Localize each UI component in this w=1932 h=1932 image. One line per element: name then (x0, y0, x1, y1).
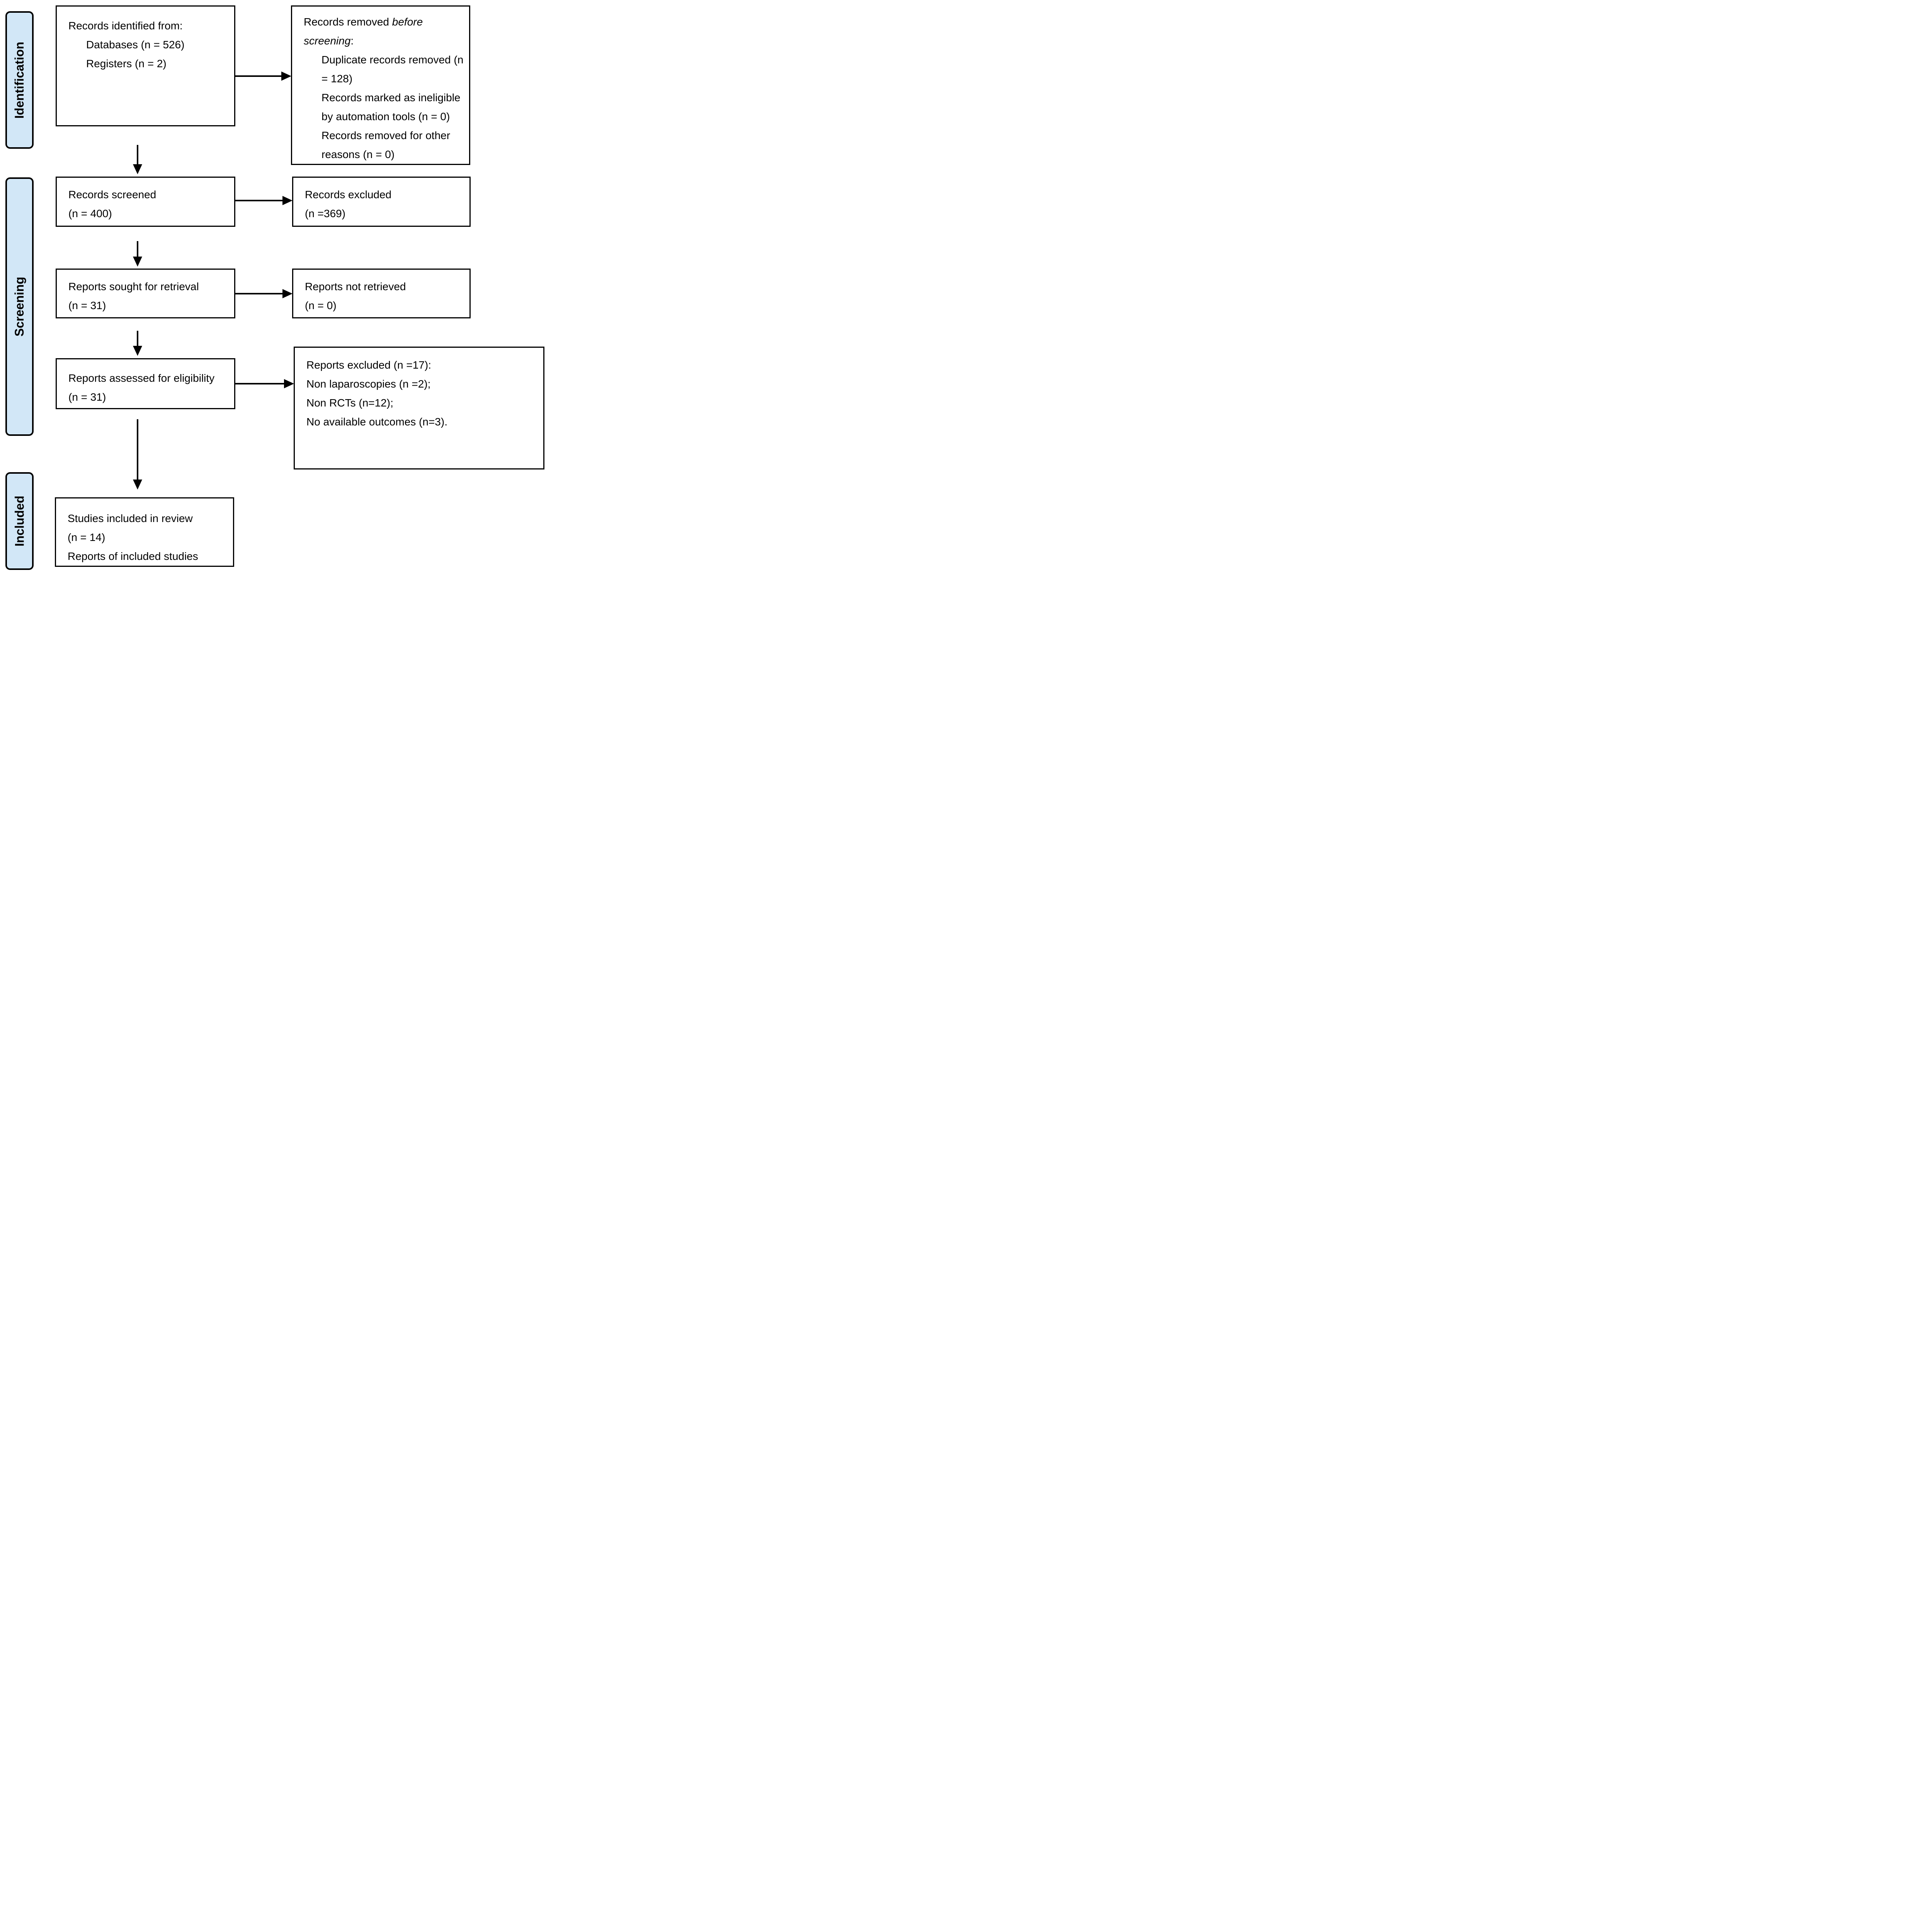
box-studies-included: Studies included in review (n = 14) Repo… (55, 497, 234, 567)
box-reports-excluded-line: Non laparoscopies (n =2); (306, 378, 431, 390)
box-records-excluded-line: (n =369) (305, 207, 346, 219)
box-records-removed-line: screening: (304, 35, 354, 47)
stage-identification-label: Identification (12, 41, 27, 119)
prisma-flow-diagram: Identification Screening Included Record… (0, 0, 556, 587)
box-records-screened-line: (n = 400) (68, 207, 112, 219)
box-reports-excluded-line: Reports excluded (n =17): (306, 359, 431, 371)
box-reports-not-retrieved-line: Reports not retrieved (305, 281, 406, 293)
box-records-screened: Records screened (n = 400) (56, 177, 235, 227)
stage-identification: Identification (5, 11, 34, 149)
box-records-removed-line: Records marked as ineligible (321, 92, 461, 104)
box-reports-sought-line: (n = 31) (68, 299, 106, 311)
box-records-removed-line: Records removed for other (321, 129, 451, 141)
box-reports-assessed-line: (n = 31) (68, 391, 106, 403)
stage-included: Included (5, 472, 34, 570)
box-records-identified-line: Databases (n = 526) (86, 39, 185, 51)
box-records-screened-line: Records screened (68, 189, 156, 201)
box-reports-excluded: Reports excluded (n =17): Non laparoscop… (294, 347, 544, 469)
box-records-removed-line: Records removed before (304, 16, 423, 28)
box-records-removed-line: = 128) (321, 73, 353, 85)
box-reports-not-retrieved: Reports not retrieved (n = 0) (292, 269, 471, 318)
box-reports-sought-line: Reports sought for retrieval (68, 281, 199, 293)
stage-included-label: Included (12, 495, 26, 547)
box-records-removed-line: reasons (n = 0) (321, 148, 395, 160)
box-records-excluded: Records excluded (n =369) (292, 177, 471, 227)
box-reports-assessed: Reports assessed for eligibility (n = 31… (56, 358, 235, 409)
box-reports-assessed-line: Reports assessed for eligibility (68, 372, 215, 384)
box-records-removed-line: by automation tools (n = 0) (321, 111, 450, 122)
box-records-identified-line: Records identified from: (68, 20, 183, 32)
box-records-excluded-line: Records excluded (305, 189, 392, 201)
box-studies-included-line: Studies included in review (68, 512, 193, 524)
box-records-identified-line: Registers (n = 2) (86, 58, 167, 70)
box-records-identified: Records identified from: Databases (n = … (56, 5, 235, 126)
stage-screening-label: Screening (12, 277, 26, 337)
box-reports-sought: Reports sought for retrieval (n = 31) (56, 269, 235, 318)
stage-screening: Screening (5, 177, 34, 436)
box-records-removed-before-screening: Records removed before screening: Duplic… (291, 5, 470, 165)
box-reports-excluded-line: No available outcomes (n=3). (306, 416, 447, 428)
box-records-removed-line: Duplicate records removed (n (321, 54, 464, 66)
box-reports-excluded-line: Non RCTs (n=12); (306, 397, 393, 409)
box-studies-included-line: (n = 14) (68, 531, 105, 543)
box-reports-not-retrieved-line: (n = 0) (305, 299, 337, 311)
box-studies-included-line: Reports of included studies (68, 550, 198, 562)
